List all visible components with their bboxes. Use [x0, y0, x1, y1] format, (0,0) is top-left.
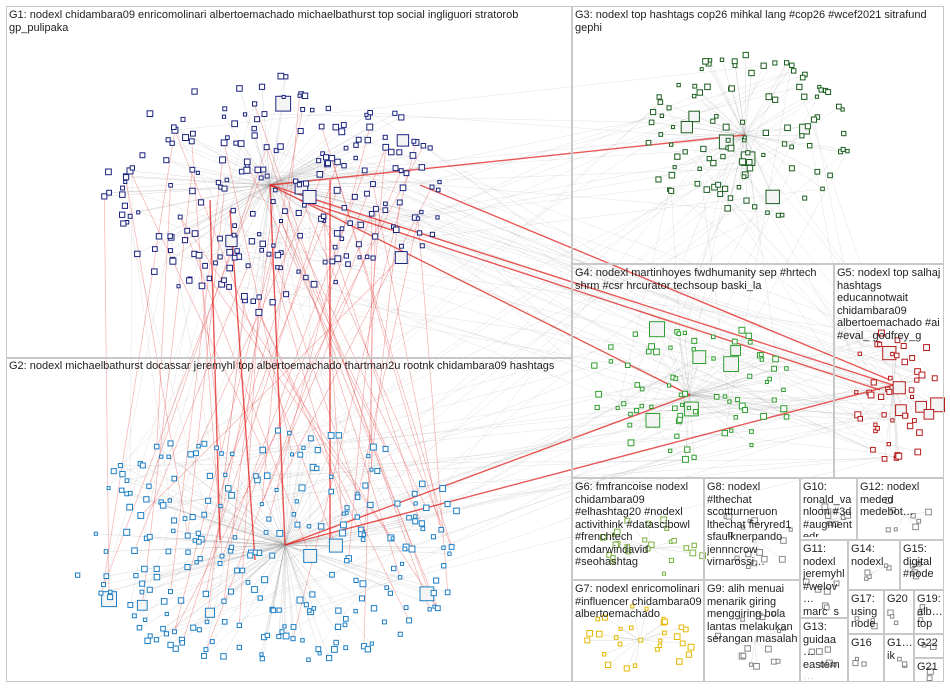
cluster-label-g21: G21	[917, 661, 943, 675]
cluster-label-g17: G17: using node…	[851, 593, 883, 631]
cluster-label-g5: G5: nodexl top salhaj hashtags educannot…	[837, 267, 942, 342]
cluster-label-g4: G4: nodexl martinhoyes fwdhumanity sep #…	[575, 267, 831, 292]
cluster-label-g12: G12: nodexl meded medebot…	[860, 481, 942, 537]
cluster-label-g8: G8: nodexl #lthechat scottturneruon lthe…	[707, 481, 798, 577]
cluster-label-g2: G2: nodexl michaelbathurst docassar jere…	[9, 360, 569, 373]
cluster-label-g13: G13: guidaa… eastern… cioama…	[803, 621, 847, 679]
cluster-label-g18: G1… ik	[887, 637, 913, 679]
cluster-box-g1	[6, 6, 572, 358]
cluster-label-g9: G9: alih menuai menarik giring menggirin…	[707, 583, 798, 679]
cluster-label-g6: G6: fmfrancoise nodexl chidambara09 #elh…	[575, 481, 702, 577]
cluster-box-g2	[6, 358, 572, 682]
cluster-label-g19: G19: alb… top…	[917, 593, 943, 631]
cluster-label-g20: G20	[887, 593, 913, 607]
cluster-label-g1: G1: nodexl chidambara09 enricomolinari a…	[9, 9, 569, 34]
cluster-label-g22: G22	[917, 637, 943, 651]
cluster-label-g14: G14: nodexl	[851, 543, 899, 587]
cluster-box-g4	[572, 264, 834, 478]
cluster-label-g15: G15: digital #node…	[903, 543, 943, 587]
cluster-label-g11: G11: nodexl jeremyhl #welov… marc_s…	[803, 543, 847, 615]
cluster-label-g7: G7: nodexl enricomolinari #influencer ch…	[575, 583, 702, 679]
cluster-label-g3: G3: nodexl top hashtags cop26 mihkal lan…	[575, 9, 941, 34]
cluster-box-g3	[572, 6, 944, 264]
cluster-label-g10: G10: ronald_vanloon #3d #augmentedr…	[803, 481, 855, 537]
cluster-label-g16: G16	[851, 637, 883, 651]
